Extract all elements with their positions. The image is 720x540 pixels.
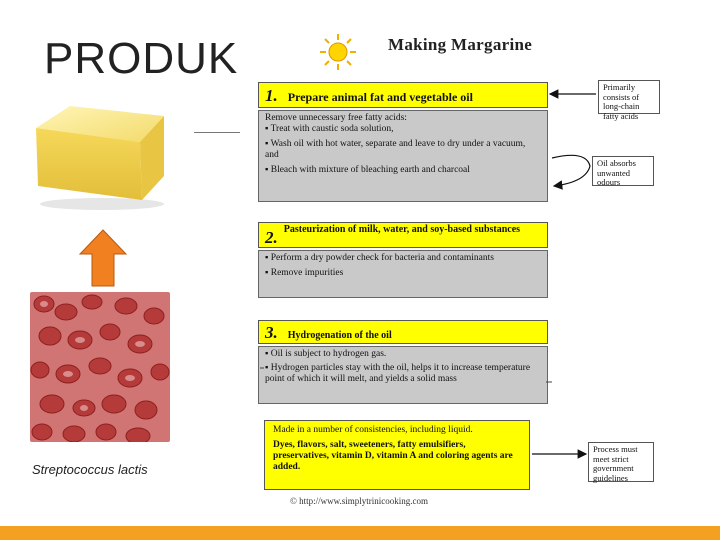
step-3-number: 3.: [265, 323, 278, 342]
step-2-label: Pasteurization of milk, water, and soy-b…: [283, 224, 521, 235]
connector-arrows: [260, 89, 596, 459]
step-1-box: 1. Prepare animal fat and vegetable oil: [258, 82, 548, 108]
step-2-detail: ▪ Perform a dry powder check for bacteri…: [265, 253, 494, 263]
step-1-details: Remove unnecessary free fatty acids: ▪ T…: [258, 110, 548, 202]
step-1-number: 1.: [265, 86, 278, 105]
side-note-absorbs: Oil absorbs unwanted odours: [592, 156, 654, 187]
margarine-diagram: Making Margarine 1. Prepare animal fat a…: [240, 30, 660, 518]
sun-logo-icon: [320, 34, 356, 70]
side-note-process: Process must meet strict government guid…: [588, 442, 654, 482]
final-step-line: Made in a number of consistencies, inclu…: [273, 425, 473, 435]
bacteria-micrograph-image: [30, 292, 170, 442]
final-step-line: Dyes, flavors, salt, sweeteners, fatty e…: [273, 440, 513, 472]
diagram-credit: © http://www.simplytrinicooking.com: [290, 496, 428, 506]
slide-title: PRODUK: [44, 34, 239, 83]
step-1-detail: ▪ Bleach with mixture of bleaching earth…: [265, 165, 470, 175]
step-3-detail: ▪ Oil is subject to hydrogen gas.: [265, 349, 387, 359]
step-2-number: 2.: [265, 228, 278, 247]
bottom-accent-bar: [0, 526, 720, 540]
final-step-box: Made in a number of consistencies, inclu…: [264, 420, 530, 490]
step-1-detail: ▪ Treat with caustic soda solution,: [265, 124, 394, 134]
step-1-detail: Remove unnecessary free fatty acids:: [265, 113, 407, 123]
divider-line: [194, 132, 240, 133]
step-3-label: Hydrogenation of the oil: [287, 330, 392, 341]
step-2-detail: ▪ Remove impurities: [265, 268, 344, 278]
butter-image: [36, 106, 164, 210]
up-arrow-icon: [78, 229, 128, 287]
step-1-detail: ▪ Wash oil with hot water, separate and …: [265, 139, 526, 160]
bacteria-caption: Streptococcus lactis: [32, 462, 148, 477]
step-3-detail: ▪ Hydrogen particles stay with the oil, …: [265, 363, 531, 384]
side-note-fatty-acids: Primarily consists of long-chain fatty a…: [598, 80, 660, 120]
arrow-absorbs: [551, 154, 591, 190]
step-3-details: ▪ Oil is subject to hydrogen gas. ▪ Hydr…: [258, 346, 548, 404]
step-2-box: 2. Pasteurization of milk, water, and so…: [258, 222, 548, 248]
step-3-box: 3. Hydrogenation of the oil: [258, 320, 548, 344]
diagram-title: Making Margarine: [388, 35, 533, 54]
step-1-label: Prepare animal fat and vegetable oil: [287, 90, 473, 104]
step-2-details: ▪ Perform a dry powder check for bacteri…: [258, 250, 548, 298]
